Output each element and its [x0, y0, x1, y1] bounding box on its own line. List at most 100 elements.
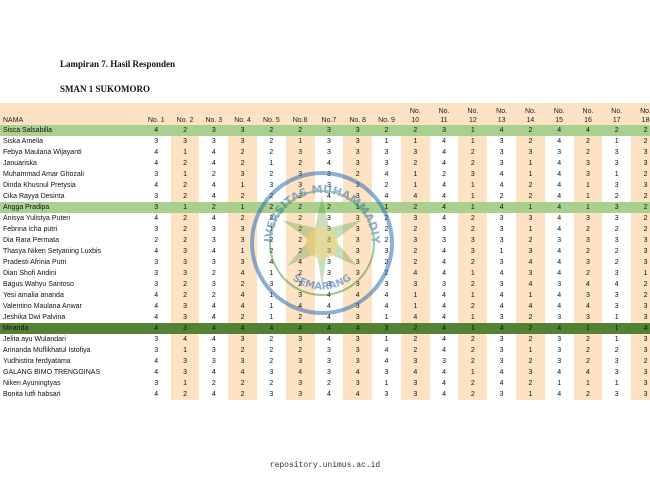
answer-cell: 3: [228, 125, 257, 136]
respondent-name: Siska Amelia: [3, 138, 44, 145]
answer-cell: 3: [326, 259, 331, 266]
answer-cell: 3: [211, 281, 216, 288]
answer-cell: 1: [458, 268, 488, 279]
answer-cell: 3: [384, 149, 389, 156]
answer-cell: 4: [326, 160, 331, 167]
answer-cell: 3: [170, 246, 200, 257]
answer-cell: 3: [285, 147, 315, 158]
answer-cell: 3: [343, 136, 373, 147]
answer-cell: 4: [573, 125, 603, 136]
answer-cell: 2: [516, 125, 545, 136]
respondent-name: Jelita ayu Wulandari: [3, 336, 66, 343]
answer-cell: 3: [614, 215, 619, 222]
answer-cell: 2: [269, 380, 274, 387]
answer-cell: 1: [384, 380, 389, 387]
answer-cell: 1: [631, 268, 650, 279]
answer-cell: 4: [384, 358, 389, 365]
answer-cell: 4: [557, 369, 562, 376]
answer-cell: 4: [269, 259, 274, 266]
answer-cell: 3: [573, 169, 603, 180]
answer-cell: 3: [573, 312, 603, 323]
answer-cell: 4: [400, 191, 430, 202]
answer-cell: 3: [154, 226, 159, 233]
answer-cell: 3: [269, 391, 274, 398]
answer-cell: 2: [516, 312, 545, 323]
answer-cell: 2: [516, 323, 545, 334]
answer-cell: 2: [573, 224, 603, 235]
answer-cell: 4: [170, 334, 200, 345]
respondent-name: Bagus Wahyu Santoso: [3, 281, 74, 288]
answer-cell: 4: [516, 257, 545, 268]
answer-cell: 3: [343, 191, 373, 202]
respondent-name: Angga Pradipa: [0, 202, 142, 213]
answer-cell: 2: [573, 246, 603, 257]
answer-cell: 4: [557, 160, 562, 167]
answer-cell: 3: [573, 257, 603, 268]
answer-cell: 2: [285, 345, 315, 356]
answer-cell: 3: [343, 180, 373, 191]
answer-cell: 2: [400, 125, 430, 136]
answer-cell: 4: [154, 303, 159, 310]
answer-cell: 4: [442, 215, 447, 222]
answer-cell: 4: [326, 193, 331, 200]
answer-cell: 4: [499, 270, 504, 277]
answer-cell: 4: [384, 193, 389, 200]
answer-cell: 2: [269, 237, 274, 244]
answer-cell: 4: [285, 323, 315, 334]
answer-cell: 4: [557, 171, 562, 178]
answer-cell: 2: [285, 213, 315, 224]
answer-cell: 3: [228, 136, 257, 147]
answer-cell: 4: [557, 259, 562, 266]
answer-cell: 2: [458, 389, 488, 400]
column-header: No.7: [314, 103, 344, 125]
answer-cell: 3: [326, 358, 331, 365]
answer-cell: 3: [326, 347, 331, 354]
respondent-name: Muhammad Amar Ghozali: [3, 171, 84, 178]
answer-cell: 4: [487, 125, 517, 136]
answer-cell: 3: [326, 149, 331, 156]
answer-cell: 3: [499, 259, 504, 266]
answer-cell: 2: [458, 257, 488, 268]
answer-cell: 3: [499, 160, 504, 167]
university-logo-watermark: UNIVERSITAS MUHAMMADIYAH SEMARANG: [247, 168, 394, 315]
respondent-name: Febya Maulana Wijayanti: [3, 149, 82, 156]
respondent-name: Arinanda Muflikhatul Istofiya: [3, 347, 91, 354]
column-header: No.11: [429, 103, 459, 125]
answer-cell: 4: [199, 323, 229, 334]
answer-cell: 4: [154, 314, 159, 321]
answer-cell: 3: [499, 138, 504, 145]
answer-cell: 2: [458, 378, 488, 389]
answer-cell: 3: [228, 257, 257, 268]
answer-cell: 2: [269, 138, 274, 145]
answer-cell: 3: [326, 369, 331, 376]
answer-cell: 2: [400, 334, 430, 345]
answer-cell: 3: [211, 259, 216, 266]
answer-cell: 1: [269, 303, 274, 310]
answer-cell: 2: [285, 224, 315, 235]
answer-cell: 2: [573, 147, 603, 158]
answer-cell: 3: [499, 281, 504, 288]
answer-cell: 1: [573, 378, 603, 389]
answer-cell: 3: [400, 213, 430, 224]
answer-cell: 2: [384, 259, 389, 266]
column-header: No.17: [602, 103, 632, 125]
answer-cell: 3: [516, 147, 545, 158]
answer-cell: 3: [154, 380, 159, 387]
answer-cell: 2: [573, 345, 603, 356]
answer-cell: 2: [458, 279, 488, 290]
answer-cell: 4: [211, 160, 216, 167]
answer-cell: 2: [228, 312, 257, 323]
name-column-header: NAMA: [0, 103, 142, 125]
answer-cell: 4: [154, 358, 159, 365]
answer-cell: 2: [573, 268, 603, 279]
answer-cell: 4: [211, 369, 216, 376]
answer-cell: 1: [573, 202, 603, 213]
answer-cell: 2: [285, 246, 315, 257]
respondent-name: Valentino Maulana Anwar: [3, 303, 82, 310]
answer-cell: 4: [557, 292, 562, 299]
